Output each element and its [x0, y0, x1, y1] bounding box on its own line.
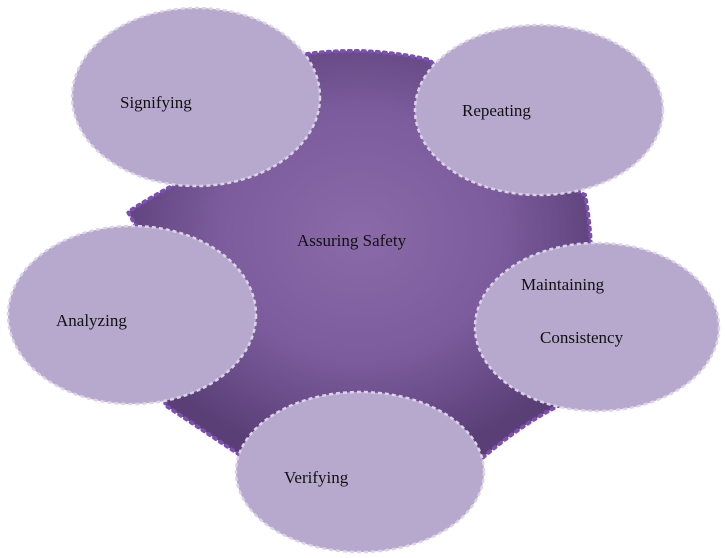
- node-verifying: [234, 390, 486, 554]
- node-signifying: [70, 6, 322, 188]
- node-label-analyzing: Analyzing: [56, 311, 127, 330]
- node-label-consistency: Consistency: [540, 328, 624, 347]
- node-repeating: [413, 23, 665, 197]
- node-label-verifying: Verifying: [284, 468, 349, 487]
- node-label-repeating: Repeating: [462, 101, 531, 120]
- node-maintaining: [473, 241, 721, 413]
- node-label-maintaining: Maintaining: [521, 275, 605, 294]
- center-label: Assuring Safety: [297, 231, 407, 250]
- node-analyzing: [6, 224, 258, 406]
- node-label-signifying: Signifying: [120, 93, 192, 112]
